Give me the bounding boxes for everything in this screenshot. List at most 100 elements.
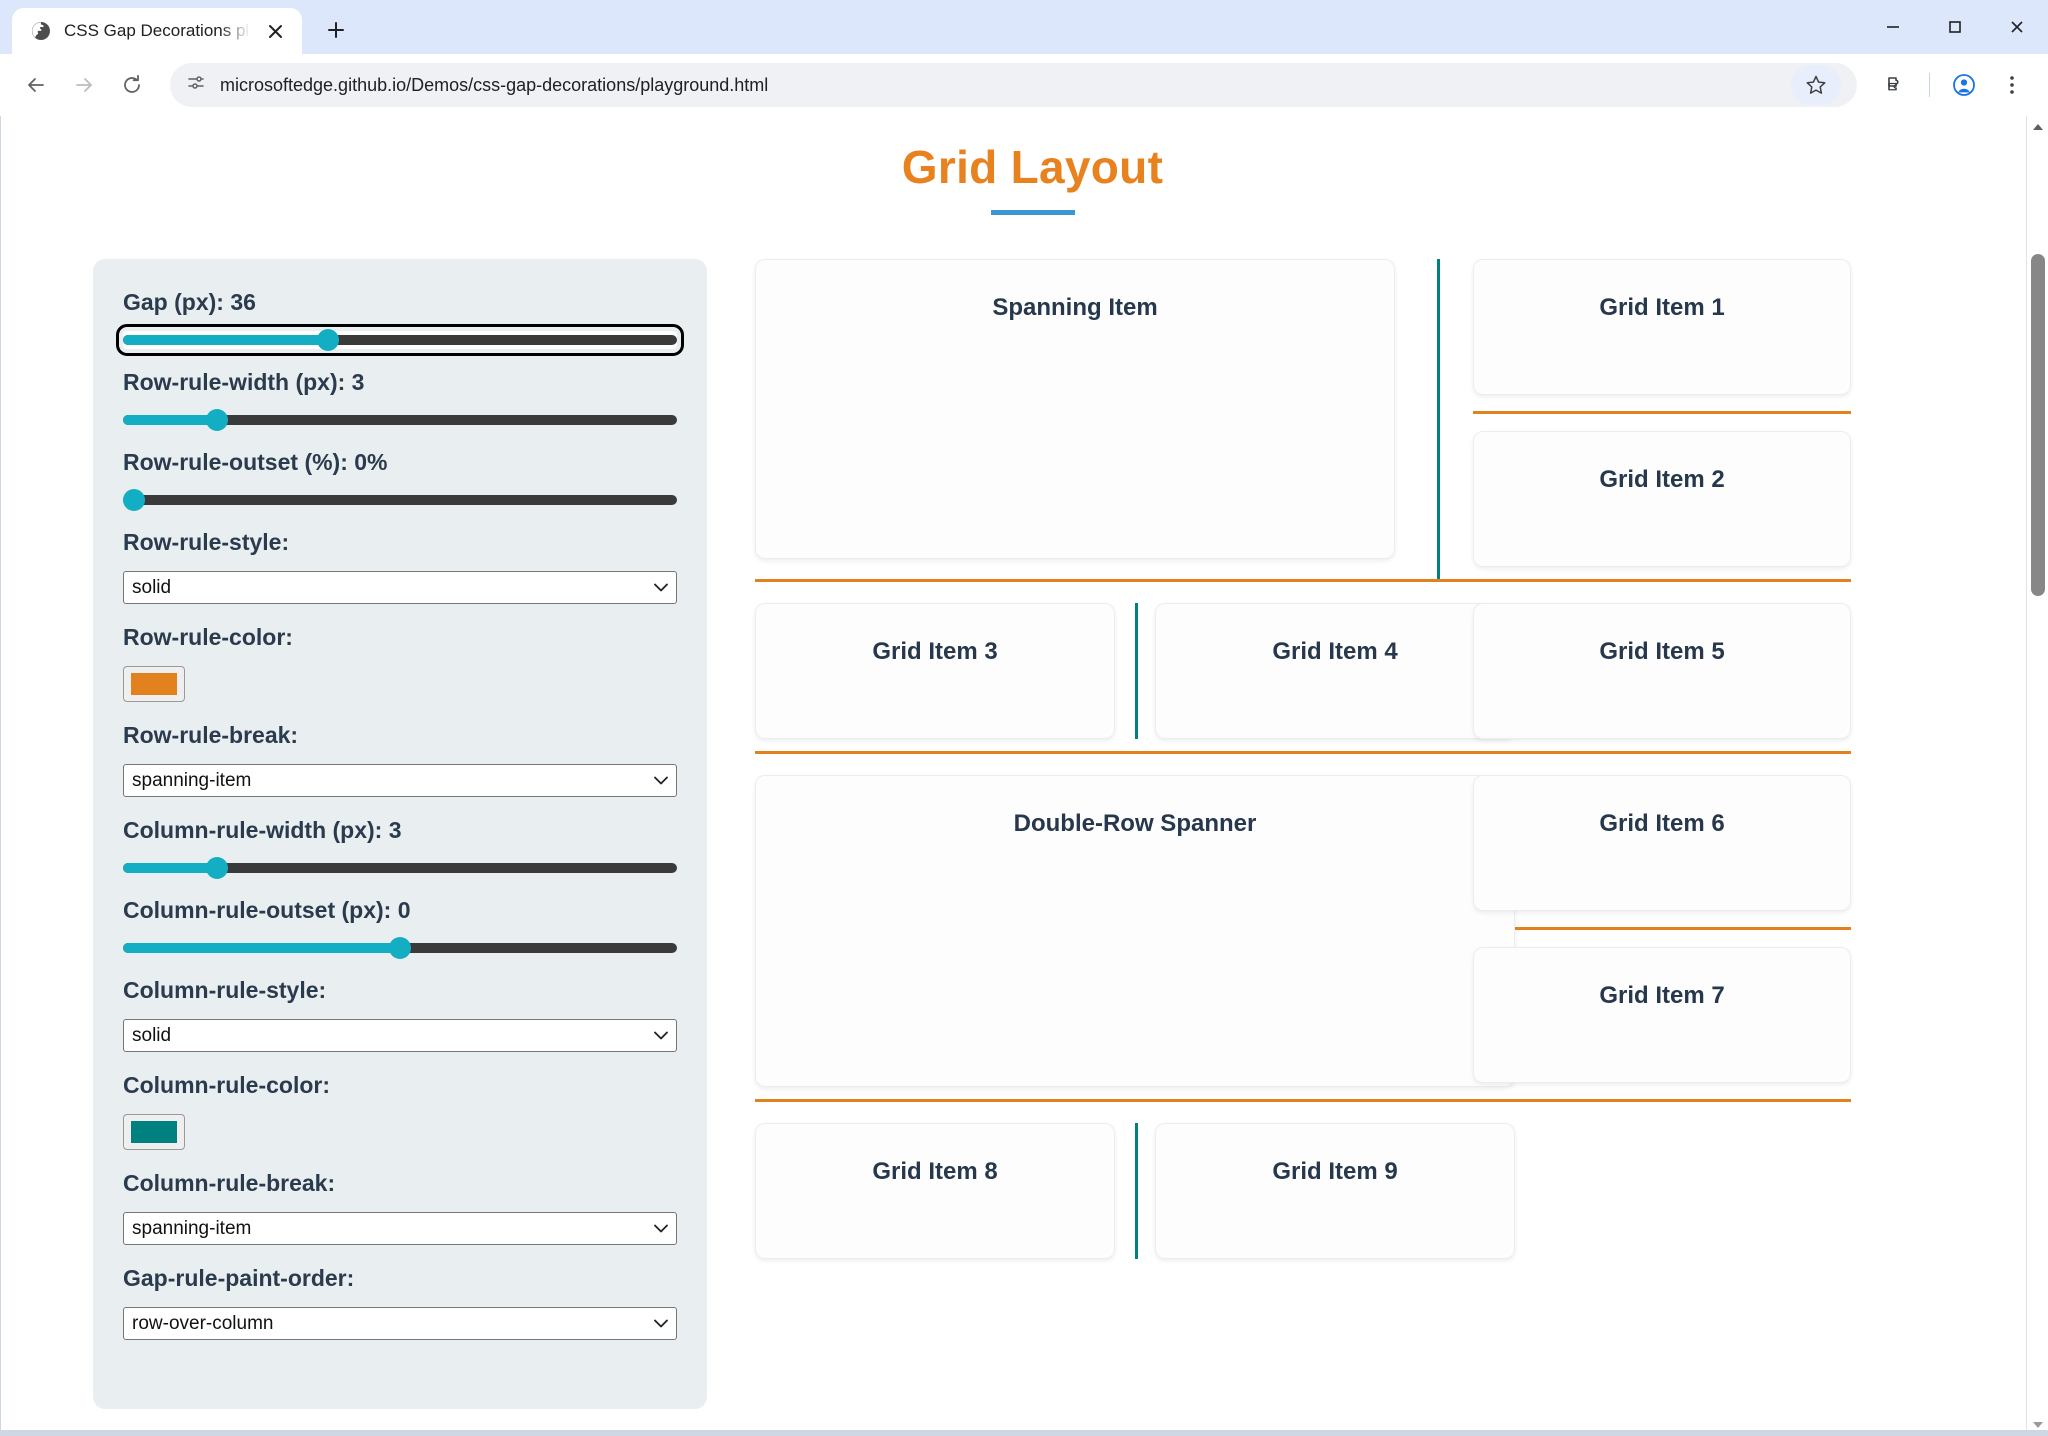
select-5[interactable]: spanning-item [123, 764, 677, 797]
control-group: Gap (px): 36 [116, 289, 684, 356]
browser-toolbar: microsoftedge.github.io/Demos/css-gap-de… [0, 54, 2048, 116]
slider-thumb[interactable] [389, 937, 411, 959]
control-group: Column-rule-break: spanning-item [123, 1170, 677, 1245]
window-bottom-edge [0, 1430, 2048, 1436]
slider-track[interactable] [123, 335, 677, 345]
slider-2[interactable] [123, 489, 677, 511]
control-label: Row-rule-style: [123, 529, 290, 555]
control-label: Row-rule-width (px): 3 [123, 369, 365, 395]
column-rule [1135, 1123, 1138, 1259]
grid-cell-label: Grid Item 2 [1599, 466, 1725, 493]
tab-strip: CSS Gap Decorations playground [0, 0, 2048, 54]
reload-icon[interactable] [110, 63, 154, 107]
slider-1[interactable] [123, 409, 677, 431]
select-value: spanning-item [132, 1217, 252, 1239]
control-group: Row-rule-width (px): 3 [123, 369, 677, 431]
browser-tab[interactable]: CSS Gap Decorations playground [12, 8, 302, 54]
row-rule [755, 751, 1851, 754]
color-swatch [131, 673, 177, 695]
control-group: Column-rule-outset (px): 0 [123, 897, 677, 959]
address-bar[interactable]: microsoftedge.github.io/Demos/css-gap-de… [170, 63, 1857, 107]
row-rule [1473, 411, 1851, 414]
window-close-icon[interactable] [1986, 0, 2048, 54]
slider-fill [123, 943, 400, 953]
maximize-icon[interactable] [1924, 0, 1986, 54]
slider-thumb[interactable] [206, 409, 229, 431]
select-value: row-over-column [132, 1312, 274, 1334]
grid-cell-label: Grid Item 5 [1599, 638, 1725, 665]
site-settings-icon[interactable] [186, 73, 206, 98]
grid-cell-label: Grid Item 1 [1599, 294, 1725, 321]
forward-arrow-icon[interactable] [62, 63, 106, 107]
control-group: Row-rule-style: solid [123, 529, 677, 604]
row-rule [1473, 927, 1851, 930]
column-rule [1437, 259, 1440, 579]
color-picker-9[interactable] [123, 1114, 185, 1150]
grid-cell-label: Grid Item 4 [1272, 638, 1398, 665]
color-picker-4[interactable] [123, 666, 185, 702]
globe-icon [30, 20, 52, 42]
more-menu-icon[interactable] [1990, 63, 2034, 107]
grid-cell-label: Grid Item 7 [1599, 982, 1725, 1009]
select-value: solid [132, 1024, 172, 1046]
controls-panel: Gap (px): 36 Row-rule-width (px): 3 Row-ru… [93, 259, 707, 1409]
control-label: Gap-rule-paint-order: [123, 1265, 355, 1291]
tab-close-icon[interactable] [262, 18, 288, 44]
control-label: Column-rule-outset (px): 0 [123, 897, 411, 923]
grid-cell: Spanning Item [755, 259, 1395, 559]
slider-0[interactable] [116, 324, 684, 356]
slider-track[interactable] [123, 415, 677, 425]
control-label: Row-rule-outset (%): 0% [123, 449, 388, 475]
slider-track[interactable] [123, 495, 677, 505]
page-shell: Grid Layout Gap (px): 36 Row-rule-width (… [55, 116, 2010, 1436]
slider-fill [123, 863, 218, 873]
select-value: solid [132, 576, 172, 598]
control-group: Row-rule-outset (%): 0% [123, 449, 677, 511]
extensions-icon[interactable] [1873, 63, 1917, 107]
tab-title: CSS Gap Decorations playground [64, 21, 250, 40]
chevron-down-icon [654, 776, 668, 785]
control-label: Column-rule-style: [123, 977, 327, 1003]
scrollbar-thumb[interactable] [2031, 254, 2045, 596]
control-label: Column-rule-break: [123, 1170, 336, 1196]
star-icon[interactable] [1791, 65, 1841, 105]
slider-thumb[interactable] [316, 329, 339, 351]
toolbar-divider [1929, 73, 1930, 97]
grid-demo: Spanning Item Grid Item 1 Grid Item 2 Grid … [755, 259, 1930, 1409]
slider-fill [123, 335, 328, 345]
chevron-down-icon [654, 1031, 668, 1040]
control-label: Column-rule-color: [123, 1072, 330, 1098]
grid-cell: Grid Item 4 [1155, 603, 1515, 739]
row-rule [755, 579, 1851, 582]
grid-cell: Grid Item 8 [755, 1123, 1115, 1259]
slider-thumb[interactable] [206, 857, 229, 879]
row-rule [755, 1099, 1851, 1102]
minimize-icon[interactable] [1862, 0, 1924, 54]
window-controls [1862, 0, 2048, 54]
chevron-down-icon [654, 1319, 668, 1328]
new-tab-button[interactable] [316, 10, 356, 50]
scroll-up-arrow-icon[interactable] [2027, 116, 2048, 138]
page-title: Grid Layout [901, 141, 1164, 193]
url-text[interactable]: microsoftedge.github.io/Demos/css-gap-de… [220, 74, 769, 95]
slider-thumb[interactable] [123, 489, 146, 511]
select-11[interactable]: row-over-column [123, 1307, 677, 1340]
slider-7[interactable] [123, 937, 677, 959]
control-label: Row-rule-break: [123, 722, 299, 748]
vertical-scrollbar[interactable] [2026, 116, 2048, 1436]
select-3[interactable]: solid [123, 571, 677, 604]
select-10[interactable]: spanning-item [123, 1212, 677, 1245]
control-label: Gap (px): 36 [123, 289, 256, 315]
grid-cell: Grid Item 2 [1473, 431, 1851, 567]
grid-cell: Grid Item 1 [1473, 259, 1851, 395]
slider-track[interactable] [123, 863, 677, 873]
profile-icon[interactable] [1942, 63, 1986, 107]
select-8[interactable]: solid [123, 1019, 677, 1052]
control-group: Row-rule-break: spanning-item [123, 722, 677, 797]
scroll-down-arrow-icon[interactable] [2027, 1414, 2048, 1436]
grid-cell-label: Grid Item 3 [872, 638, 998, 665]
back-arrow-icon[interactable] [14, 63, 58, 107]
grid-cell: Double-Row Spanner [755, 775, 1515, 1087]
slider-6[interactable] [123, 857, 677, 879]
